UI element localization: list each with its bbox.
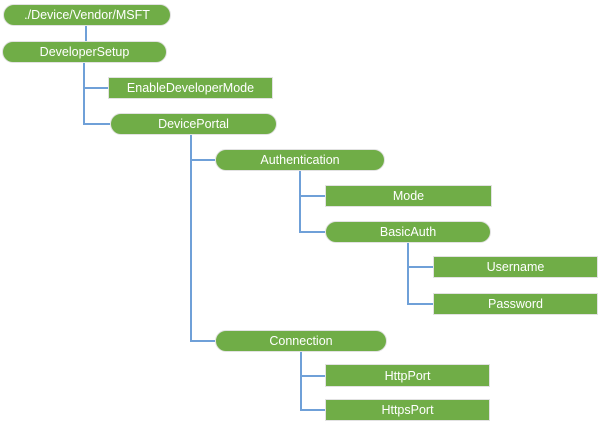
tree-node-device-vendor-msft: ./Device/Vendor/MSFT bbox=[3, 4, 171, 26]
tree-node-label: Mode bbox=[392, 189, 425, 203]
tree-connector-segment bbox=[300, 409, 325, 411]
tree-node-label: Username bbox=[486, 260, 545, 274]
tree-node-enabledevelopermode: EnableDeveloperMode bbox=[108, 77, 273, 99]
tree-node-deviceportal: DevicePortal bbox=[110, 113, 277, 135]
tree-connector-segment bbox=[190, 135, 192, 341]
tree-node-label: EnableDeveloperMode bbox=[126, 81, 255, 95]
tree-connector-segment bbox=[299, 231, 325, 233]
tree-connector-segment bbox=[407, 243, 409, 304]
tree-node-label: DevicePortal bbox=[158, 117, 229, 131]
tree-connector-segment bbox=[300, 375, 325, 377]
tree-node-label: Password bbox=[488, 297, 543, 311]
tree-node-developersetup: DeveloperSetup bbox=[2, 41, 167, 63]
tree-node-label: HttpsPort bbox=[381, 403, 434, 417]
tree-node-label: Authentication bbox=[260, 153, 340, 167]
tree-node-label: DeveloperSetup bbox=[39, 45, 130, 59]
tree-connector-segment bbox=[190, 340, 215, 342]
tree-connector-segment bbox=[300, 352, 302, 410]
tree-node-httpsport: HttpsPort bbox=[325, 399, 490, 421]
tree-node-label: HttpPort bbox=[384, 368, 431, 383]
tree-connector-segment bbox=[407, 266, 433, 268]
tree-node-label: Connection bbox=[269, 334, 333, 348]
tree-connector-segment bbox=[190, 159, 215, 161]
tree-connector-segment bbox=[83, 123, 110, 125]
tree-node-label: BasicAuth bbox=[379, 225, 437, 239]
tree-node-password: Password bbox=[433, 293, 598, 315]
tree-connector-segment bbox=[407, 303, 433, 305]
tree-connector-segment bbox=[85, 26, 87, 41]
tree-node-mode: Mode bbox=[325, 185, 492, 207]
tree-node-httpport: HttpPort bbox=[325, 364, 490, 387]
tree-node-basicauth: BasicAuth bbox=[325, 221, 491, 243]
tree-node-authentication: Authentication bbox=[215, 149, 385, 171]
tree-connector-segment bbox=[83, 63, 85, 124]
tree-node-label: ./Device/Vendor/MSFT bbox=[24, 8, 150, 22]
tree-node-username: Username bbox=[433, 256, 598, 278]
tree-node-connection: Connection bbox=[215, 330, 387, 352]
tree-connector-segment bbox=[83, 87, 108, 89]
tree-connector-segment bbox=[299, 195, 325, 197]
tree-connector-segment bbox=[299, 171, 301, 232]
